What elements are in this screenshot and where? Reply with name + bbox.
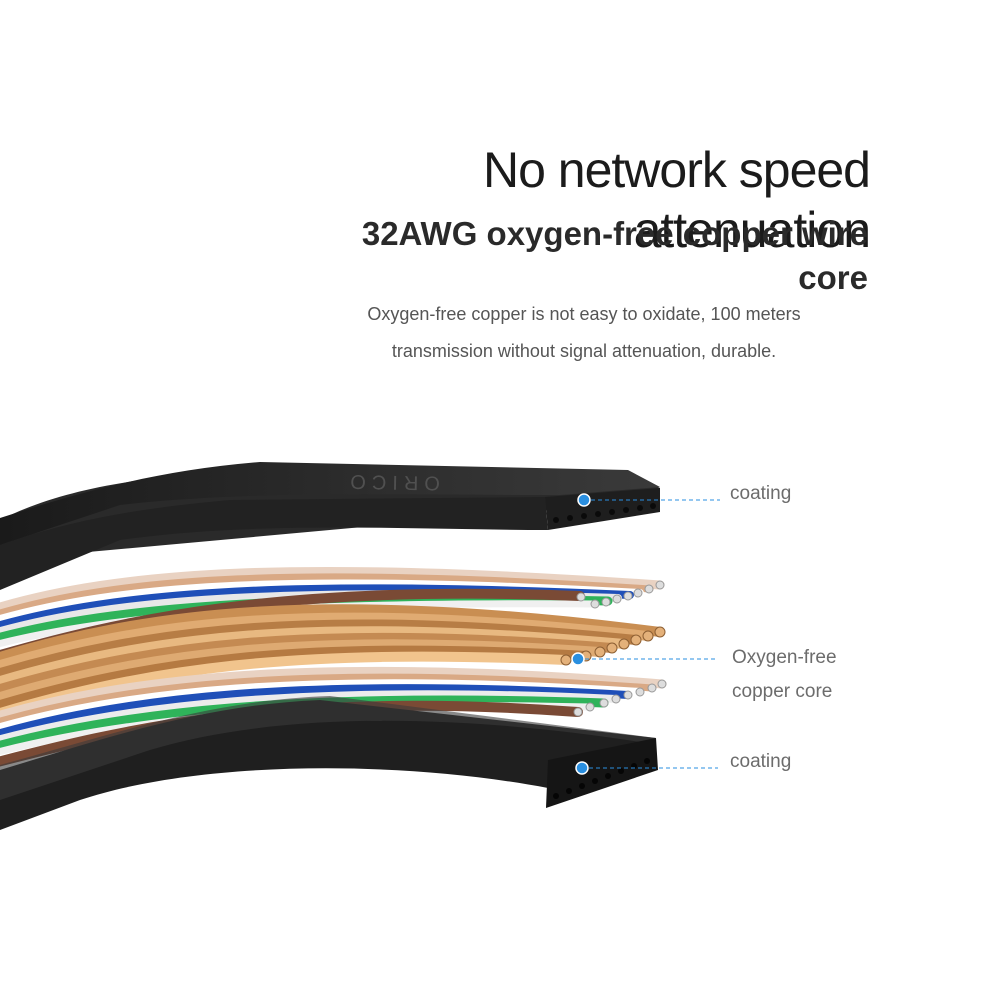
- description-text: Oxygen-free copper is not easy to oxidat…: [300, 296, 868, 370]
- page-subheadline: 32AWG oxygen-free copper wire core: [361, 215, 868, 296]
- description-line-2: transmission without signal attenuation,…: [391, 341, 777, 361]
- lower-wire-ends: [573, 679, 667, 717]
- page-headline: No network speed attenuation: [482, 142, 871, 258]
- callout-leaders: [571, 493, 720, 775]
- top-coating-layer: ORICO: [0, 462, 660, 590]
- description-line-1: Oxygen-free copper is not easy to oxidat…: [367, 304, 801, 324]
- top-coating-grooves: [553, 503, 656, 523]
- lower-wire-bundle: [0, 666, 667, 767]
- bottom-coating-layer: [0, 696, 658, 830]
- callout-dot-core: [571, 652, 585, 666]
- cable-brand-text: ORICO: [344, 470, 440, 494]
- upper-wire-ends: [576, 580, 665, 609]
- bottom-coating-holes: [553, 758, 650, 799]
- callout-dot-top: [577, 493, 591, 507]
- copper-core-bundle: [0, 604, 666, 719]
- callout-label-bottom-coating: coating: [730, 751, 792, 772]
- callout-label-core-line-2: copper core: [732, 681, 833, 702]
- callout-label-core-line-1: Oxygen-free: [732, 647, 837, 668]
- callout-label-copper-core: Oxygen-free copper core: [732, 641, 837, 709]
- callout-dot-bottom: [575, 761, 589, 775]
- callout-label-top-coating: coating: [730, 483, 792, 504]
